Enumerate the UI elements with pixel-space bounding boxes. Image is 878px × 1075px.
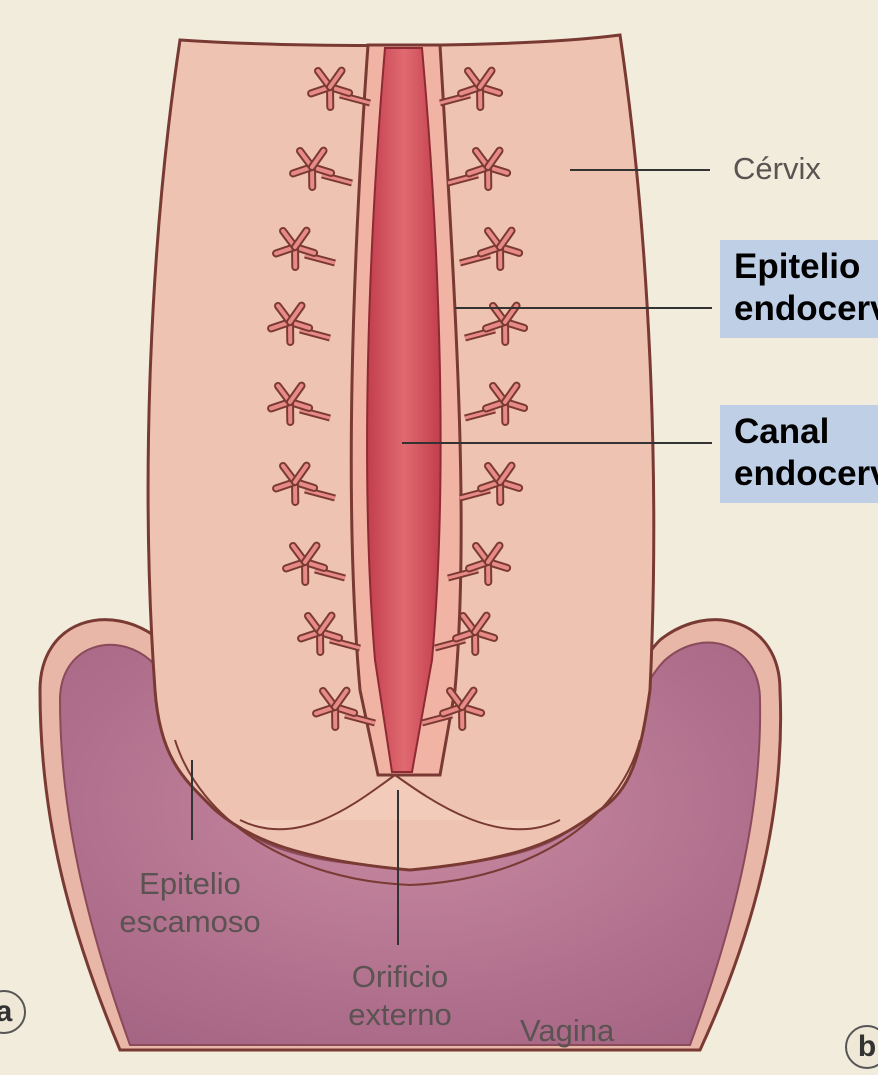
cervix-label: Cérvix <box>733 150 821 188</box>
canal-endocervical-box: Canal endocervical <box>720 405 878 503</box>
orificio-externo-line2: externo <box>315 996 485 1034</box>
epitelio-endocervical-line1: Epitelio <box>734 246 878 288</box>
epitelio-escamoso-label: Epitelio escamoso <box>100 865 280 941</box>
epitelio-escamoso-line1: Epitelio <box>100 865 280 903</box>
endocervical-canal <box>367 48 441 772</box>
epitelio-escamoso-line2: escamoso <box>100 903 280 941</box>
canal-endocervical-line1: Canal <box>734 411 878 453</box>
epitelio-endocervical-box: Epitelio endocervical <box>720 240 878 338</box>
epitelio-endocervical-line2: endocervical <box>734 288 878 330</box>
vagina-label: Vagina <box>520 1012 614 1050</box>
orificio-externo-line1: Orificio <box>315 958 485 996</box>
orificio-externo-label: Orificio externo <box>315 958 485 1034</box>
canal-endocervical-line2: endocervical <box>734 453 878 495</box>
